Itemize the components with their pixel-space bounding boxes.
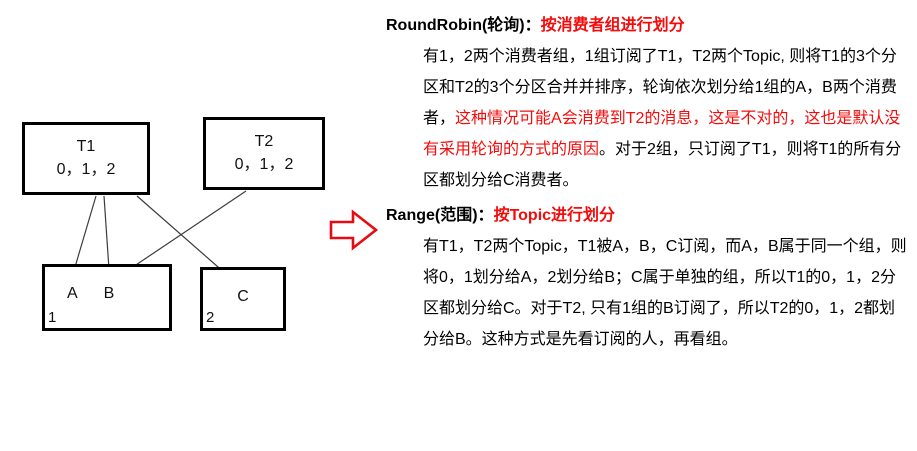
- range-heading-label: Range(范围)：: [386, 207, 494, 224]
- roundrobin-heading: RoundRobin(轮询)：按消费者组进行划分: [386, 10, 910, 41]
- roundrobin-heading-label: RoundRobin(轮询)：: [386, 17, 541, 34]
- right-arrow-icon: [329, 209, 379, 251]
- topic-t1-box: T1 0，1，2: [22, 122, 150, 195]
- topic-t1-partitions: 0，1，2: [56, 161, 116, 178]
- range-heading: Range(范围)：按Topic进行划分: [386, 200, 910, 231]
- consumer-group1-box: A B 1: [42, 264, 172, 331]
- group1-id-label: 1: [48, 309, 57, 326]
- roundrobin-body-seg2: 这种情况可能A会消费到T2的消息，这是不对的，这也是默认没有采用轮询的方式的原因: [423, 110, 901, 158]
- roundrobin-body: 有1，2两个消费者组，1组订阅了T1，T2两个Topic, 则将T1的3个分区和…: [386, 41, 910, 196]
- range-heading-highlight: 按Topic进行划分: [493, 207, 616, 224]
- roundrobin-heading-highlight: 按消费者组进行划分: [540, 17, 685, 34]
- notes-panel: RoundRobin(轮询)：按消费者组进行划分 有1，2两个消费者组，1组订阅…: [386, 10, 910, 359]
- range-body-seg1: 有T1，T2两个Topic，T1被A，B，C订阅，而A，B属于同一个组，则将0，…: [423, 238, 907, 348]
- range-body: 有T1，T2两个Topic，T1被A，B，C订阅，而A，B属于同一个组，则将0，…: [386, 231, 910, 355]
- topic-t1-title: T1: [76, 138, 96, 156]
- consumer-a-label: A: [67, 285, 78, 302]
- group2-id-label: 2: [206, 309, 215, 326]
- group1-consumers: A B: [45, 285, 169, 303]
- roundrobin-body-seg1: 有1，2两个消费者组，1组订阅了T1，T2两个Topic, 则将T1的3个分区和…: [423, 48, 897, 127]
- topic-t2-partitions: 0，1，2: [234, 156, 294, 173]
- topic-t2-title: T2: [254, 133, 274, 151]
- roundrobin-body-seg3: 。对于2组，只订阅了T1，则将T1的所有分区都划分给C消费者。: [423, 141, 902, 189]
- consumer-c-label: C: [237, 288, 249, 305]
- consumer-group2-box: C 2: [200, 267, 286, 331]
- group2-consumers: C: [203, 288, 283, 306]
- topic-t2-box: T2 0，1，2: [203, 117, 325, 190]
- consumer-b-label: B: [103, 285, 115, 302]
